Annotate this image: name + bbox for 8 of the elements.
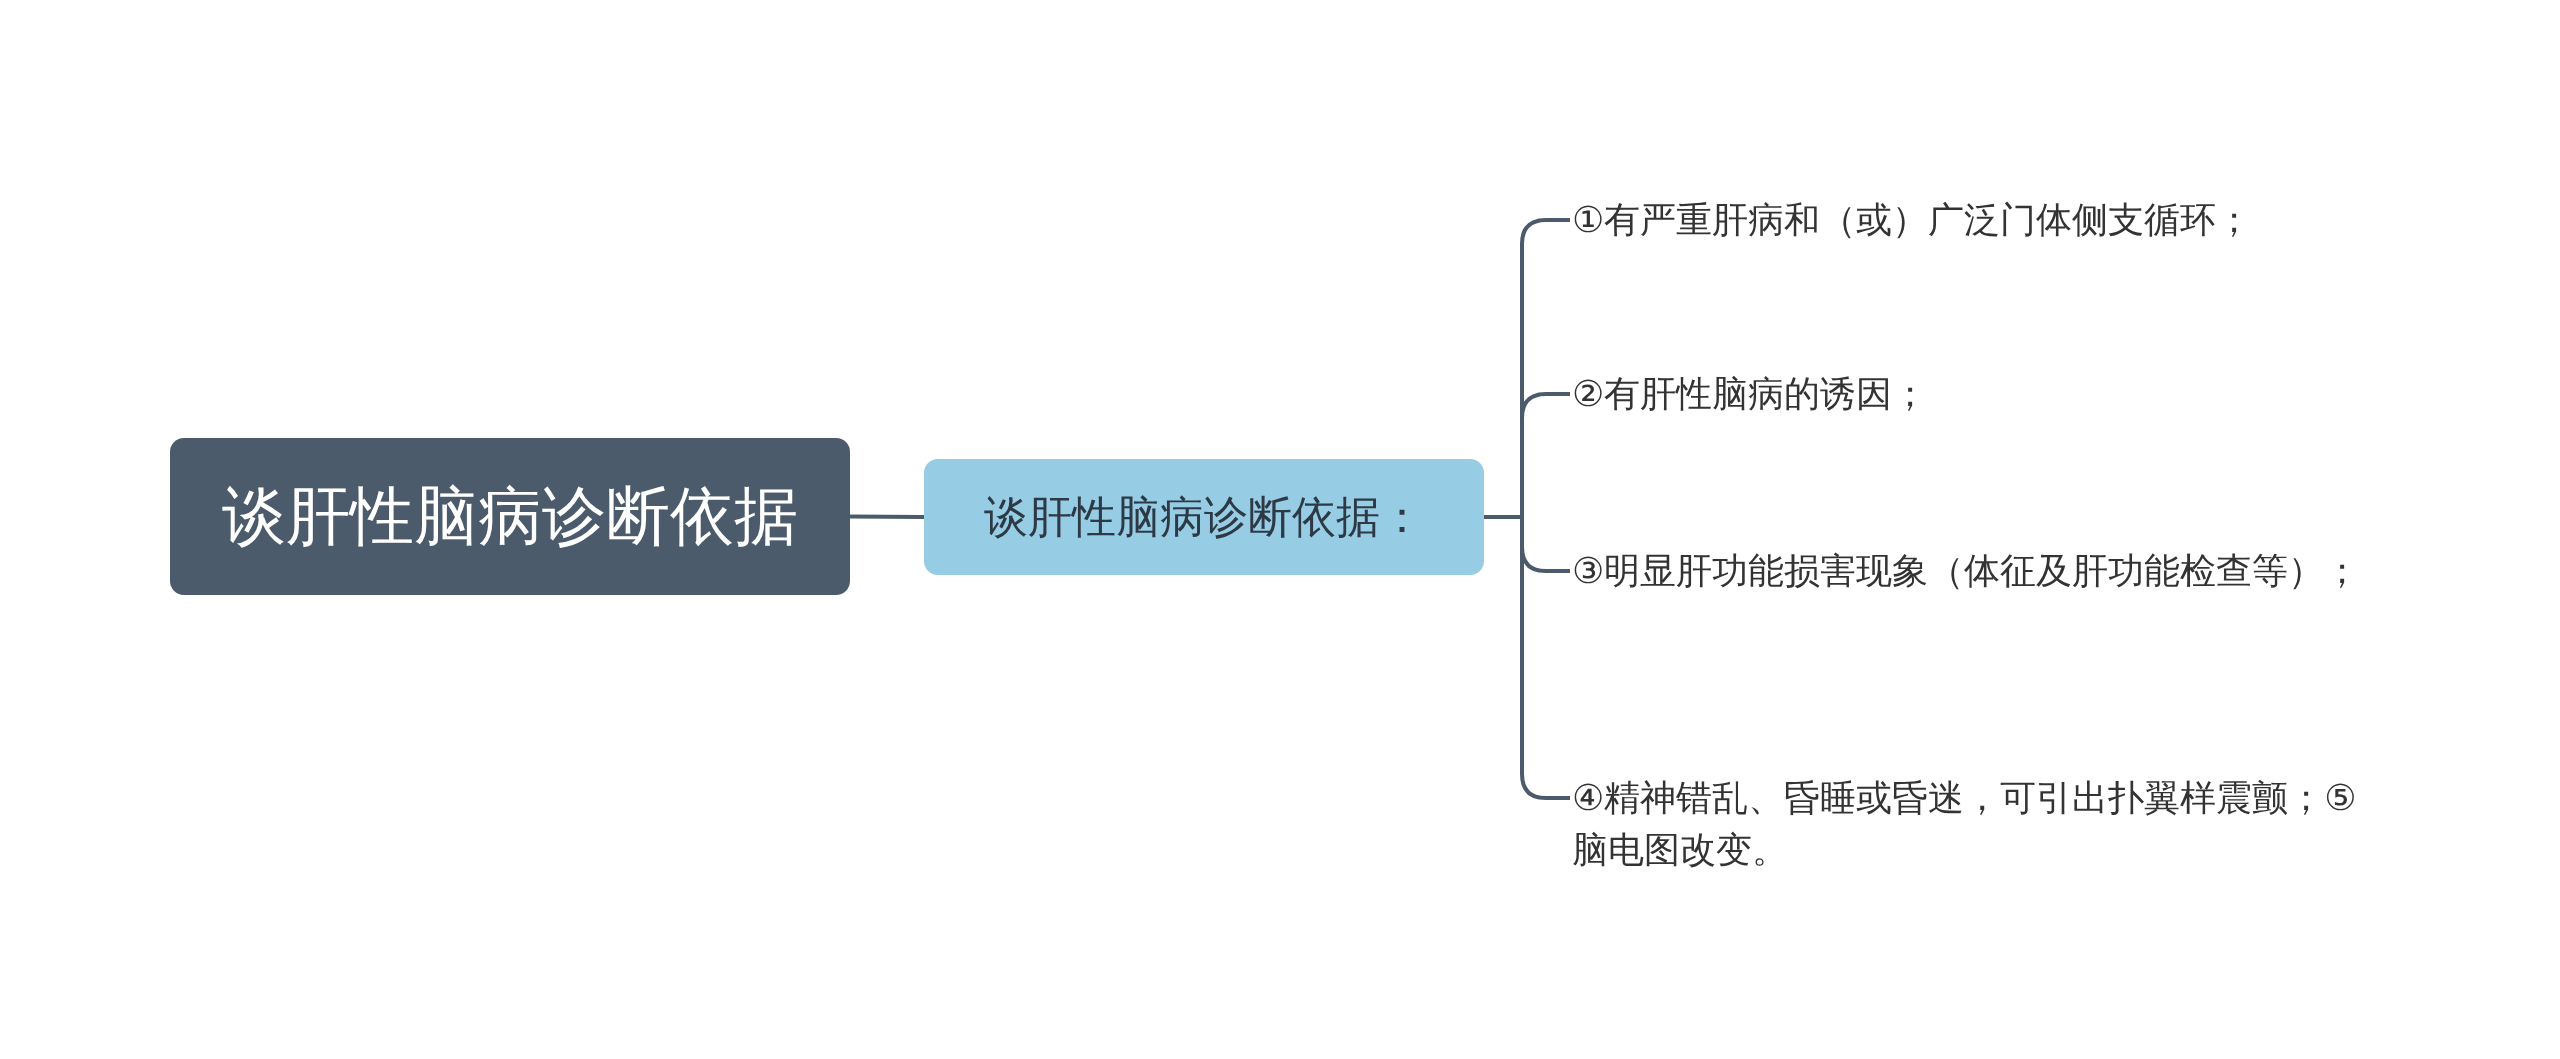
branch-text: ④精神错乱、昏睡或昏迷，可引出扑翼样震颤；⑤脑电图改变。 [1572,772,2392,876]
branch-text: ②有肝性脑病的诱因； [1572,368,2392,420]
branch-text: ③明显肝功能损害现象（体征及肝功能检查等）； [1572,545,2392,597]
connector-line [1484,515,1570,800]
topic-box: 谈肝性脑病诊断依据 [170,438,850,595]
connector-line [850,514,924,519]
branch-text: ①有严重肝病和（或）广泛门体侧支循环； [1572,194,2392,246]
subtopic-box: 谈肝性脑病诊断依据： [924,459,1484,575]
